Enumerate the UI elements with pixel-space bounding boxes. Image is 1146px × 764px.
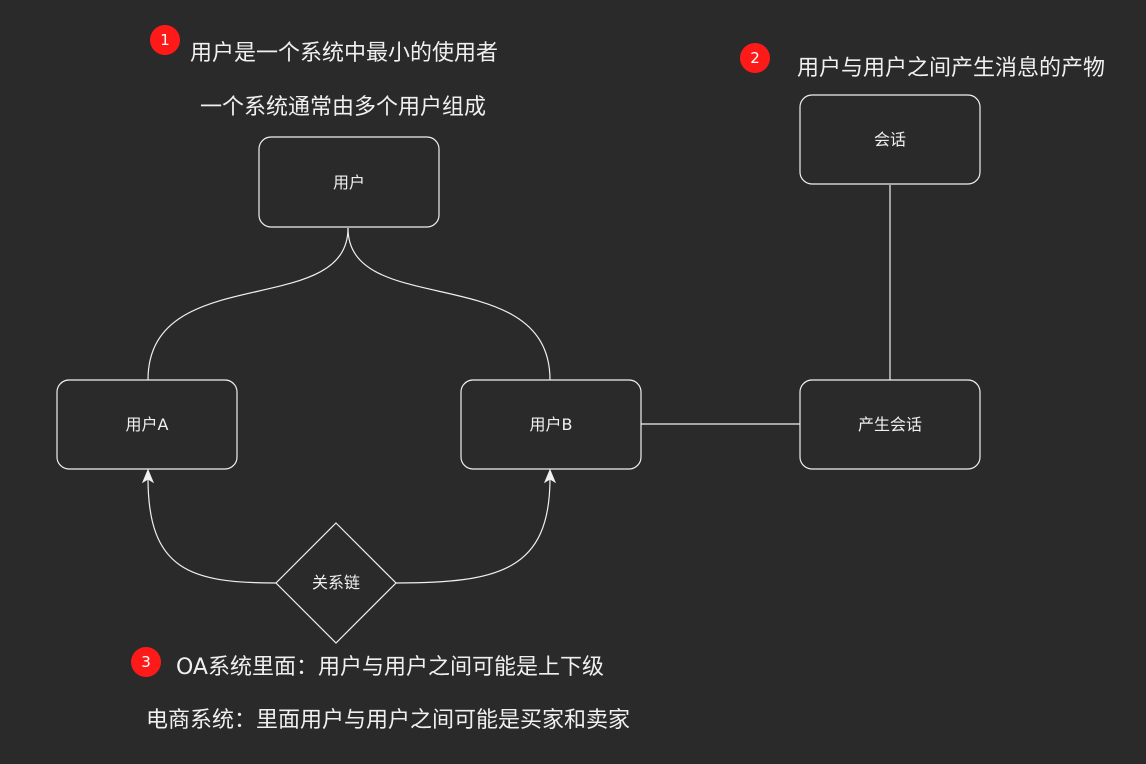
node-relation-chain[interactable]: 关系链 [275,522,397,644]
edge-relation-to-user-a [147,477,277,584]
node-user-a-label: 用户A [126,415,169,434]
node-user-b-label: 用户B [530,415,573,434]
badge-1 [150,25,180,55]
node-create-session[interactable]: 产生会话 [799,379,981,470]
badge-3 [131,647,161,677]
node-session[interactable]: 会话 [799,94,981,185]
annotation-2: 2 用户与用户之间产生消息的产物 [740,43,1105,81]
node-user-a[interactable]: 用户A [56,379,238,470]
annotation-2-line-1: 用户与用户之间产生消息的产物 [797,56,1105,81]
edge-user-to-user-b [347,227,551,381]
arrowhead-user-a [141,468,155,484]
badge-1-number: 1 [160,31,170,49]
node-relation-chain-label: 关系链 [312,573,360,592]
badge-2 [740,43,770,73]
edge-relation-to-user-b [395,477,551,584]
arrowhead-user-b [543,468,557,484]
node-session-label: 会话 [874,130,906,149]
annotation-1-line-1: 用户是一个系统中最小的使用者 [190,41,498,66]
badge-3-number: 3 [141,653,151,671]
annotation-3-line-1: OA系统里面：用户与用户之间可能是上下级 [176,655,604,680]
annotation-1-line-2: 一个系统通常由多个用户组成 [200,95,486,120]
node-user[interactable]: 用户 [258,136,440,228]
annotation-1: 1 用户是一个系统中最小的使用者 一个系统通常由多个用户组成 [150,25,498,120]
node-user-b[interactable]: 用户B [460,379,642,470]
node-user-label: 用户 [333,173,365,192]
badge-2-number: 2 [750,49,760,67]
annotation-3: 3 OA系统里面：用户与用户之间可能是上下级 电商系统：里面用户与用户之间可能是… [131,647,630,733]
node-create-session-label: 产生会话 [858,415,922,434]
annotation-3-line-2: 电商系统：里面用户与用户之间可能是买家和卖家 [146,708,630,733]
edge-user-to-user-a [147,227,349,381]
